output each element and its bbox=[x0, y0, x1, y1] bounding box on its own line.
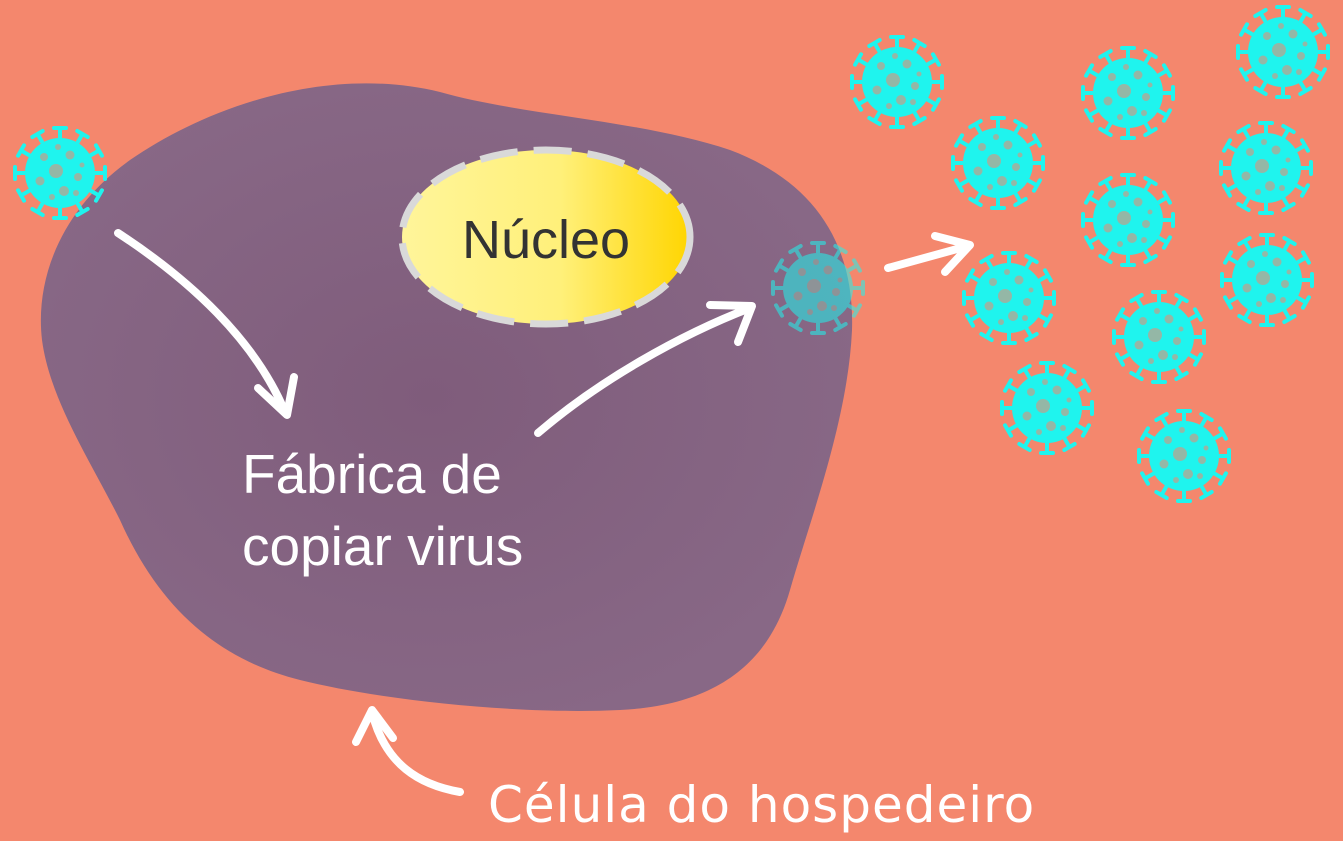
nucleus: Núcleo bbox=[398, 146, 694, 328]
factory-label-line2: copiar virus bbox=[242, 515, 523, 577]
virus-icon bbox=[850, 35, 944, 129]
factory-label-line1: Fábrica de bbox=[242, 443, 502, 505]
virus-icon bbox=[1112, 290, 1206, 384]
entry-arrow-icon bbox=[114, 229, 298, 419]
virus-icon bbox=[951, 116, 1045, 210]
host-cell-label: Célula do hospedeiro bbox=[488, 776, 1035, 834]
host-cell-pointer-arrow-icon bbox=[352, 706, 464, 796]
release-arrow-icon bbox=[884, 232, 974, 276]
nucleus-label: Núcleo bbox=[462, 210, 630, 270]
exit-arrow-icon bbox=[534, 301, 756, 437]
virus-icon bbox=[962, 251, 1056, 345]
virus-icon bbox=[1081, 173, 1175, 267]
virus-icon bbox=[1000, 361, 1094, 455]
virus-icon bbox=[1081, 46, 1175, 140]
virus-icon bbox=[1220, 233, 1314, 327]
released-viruses bbox=[850, 5, 1330, 503]
virus-icon bbox=[1219, 121, 1313, 215]
virus-icon bbox=[1137, 409, 1231, 503]
virus-icon bbox=[1236, 5, 1330, 99]
